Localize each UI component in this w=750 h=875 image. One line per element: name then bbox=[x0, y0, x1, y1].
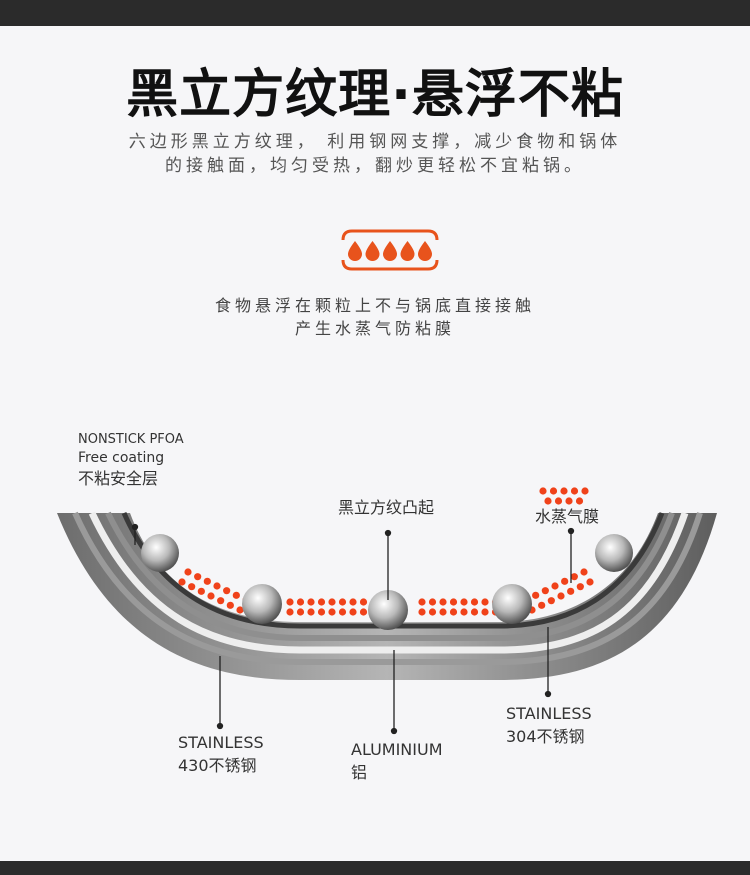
steam-dot bbox=[223, 587, 231, 595]
steam-dot bbox=[232, 591, 240, 599]
steam-dot bbox=[197, 587, 205, 595]
pan-cross-section bbox=[57, 511, 717, 680]
label-texture: 黑立方纹凸起 bbox=[338, 498, 435, 517]
steam-dot bbox=[470, 608, 479, 616]
steam-dot bbox=[328, 608, 336, 616]
steam-dot bbox=[560, 487, 568, 495]
steam-dot bbox=[194, 573, 202, 581]
texture-bumps bbox=[141, 534, 633, 630]
steam-dot bbox=[581, 487, 589, 495]
steam-dot bbox=[557, 592, 565, 600]
steam-dot bbox=[359, 608, 368, 616]
steam-dot bbox=[439, 608, 447, 616]
steam-dot bbox=[544, 497, 552, 505]
steam-dot bbox=[236, 606, 244, 614]
label-middle-layer: ALUMINIUM 铝 bbox=[351, 738, 443, 784]
steam-dot bbox=[317, 608, 326, 616]
steam-dot bbox=[296, 598, 305, 606]
label-middle-en: ALUMINIUM bbox=[351, 740, 443, 759]
steam-dot bbox=[567, 587, 575, 595]
label-coating-en-2: Free coating bbox=[78, 450, 165, 466]
label-steam: 水蒸气膜 bbox=[535, 507, 600, 526]
steam-dot bbox=[576, 583, 584, 591]
label-outer-zh: 430不锈钢 bbox=[178, 756, 257, 775]
steam-dot bbox=[575, 497, 584, 505]
label-coating-zh: 不粘安全层 bbox=[78, 469, 159, 488]
feature-line: 产生水蒸气防粘膜 bbox=[294, 319, 455, 338]
steam-dot bbox=[481, 608, 489, 616]
steam-dot bbox=[226, 601, 234, 609]
feature-description: 食物悬浮在颗粒上不与锅底直接接触 产生水蒸气防粘膜 bbox=[0, 294, 750, 340]
steam-dot bbox=[184, 568, 192, 576]
steam-dot bbox=[565, 497, 573, 505]
drop-icon bbox=[365, 241, 380, 262]
steam-dot bbox=[338, 598, 347, 606]
steam-dot bbox=[286, 598, 294, 606]
steam-dot bbox=[549, 487, 558, 495]
steam-dot bbox=[586, 578, 594, 586]
steam-dot bbox=[359, 598, 368, 606]
steam-dot bbox=[203, 577, 211, 585]
steam-dot bbox=[547, 597, 555, 605]
label-inner-layer: STAINLESS 304不锈钢 bbox=[506, 702, 592, 748]
steam-dot bbox=[286, 608, 294, 616]
drop-icon bbox=[348, 241, 362, 261]
label-coating-en-1: NONSTICK PFOA bbox=[78, 432, 184, 447]
drop-icon bbox=[418, 241, 432, 261]
leader-lines bbox=[131, 523, 575, 735]
steam-dot bbox=[470, 598, 479, 606]
steam-dot bbox=[580, 568, 588, 576]
description-line: 的接触面，均匀受热，翻炒更轻松不宜粘锅。 bbox=[165, 156, 585, 176]
steam-dot bbox=[418, 608, 426, 616]
steam-dot bbox=[428, 608, 437, 616]
steam-dot bbox=[188, 583, 196, 591]
steam-dot bbox=[570, 487, 579, 495]
top-bar bbox=[0, 0, 750, 26]
steam-dot bbox=[460, 608, 468, 616]
feature-line: 食物悬浮在颗粒上不与锅底直接接触 bbox=[214, 296, 535, 315]
steam-dot bbox=[418, 598, 426, 606]
steam-dot bbox=[178, 578, 186, 586]
steam-dot bbox=[217, 597, 225, 605]
steam-dot bbox=[539, 487, 547, 495]
description-line: 六边形黑立方纹理， 利用钢网支撑，减少食物和锅体 bbox=[128, 132, 622, 152]
steam-dot bbox=[307, 598, 315, 606]
steam-dot bbox=[207, 592, 215, 600]
steam-dot bbox=[307, 608, 315, 616]
label-outer-en: STAINLESS bbox=[178, 733, 264, 752]
steam-dot bbox=[349, 608, 357, 616]
steam-dot bbox=[338, 608, 347, 616]
steam-dot bbox=[554, 497, 563, 505]
steam-dot bbox=[532, 591, 540, 599]
label-outer-layer: STAINLESS 430不锈钢 bbox=[178, 731, 264, 777]
label-inner-zh: 304不锈钢 bbox=[506, 727, 585, 746]
steam-dot bbox=[317, 598, 326, 606]
label-middle-zh: 铝 bbox=[351, 763, 368, 782]
drop-icon bbox=[400, 241, 415, 262]
steam-dot bbox=[561, 577, 569, 585]
steam-dot bbox=[460, 598, 468, 606]
label-coating: NONSTICK PFOA Free coating 不粘安全层 bbox=[78, 430, 184, 490]
steam-dot bbox=[541, 587, 549, 595]
steam-dot bbox=[570, 573, 578, 581]
steam-dot bbox=[428, 598, 437, 606]
page-title: 黑立方纹理·悬浮不粘 bbox=[126, 65, 624, 125]
steam-dot bbox=[449, 598, 458, 606]
bottom-bar bbox=[0, 861, 750, 875]
drop-icon bbox=[383, 241, 397, 261]
steam-dot bbox=[481, 598, 489, 606]
steam-dot bbox=[328, 598, 336, 606]
steam-dot bbox=[439, 598, 447, 606]
steam-dot bbox=[538, 601, 546, 609]
steam-dot bbox=[296, 608, 305, 616]
steam-dot bbox=[349, 598, 357, 606]
steam-dot bbox=[213, 582, 221, 590]
steam-drops-icon bbox=[341, 229, 439, 271]
steam-dot bbox=[449, 608, 458, 616]
steam-dot bbox=[551, 582, 559, 590]
description: 六边形黑立方纹理， 利用钢网支撑，减少食物和锅体 的接触面，均匀受热，翻炒更轻松… bbox=[0, 130, 750, 178]
label-inner-en: STAINLESS bbox=[506, 704, 592, 723]
